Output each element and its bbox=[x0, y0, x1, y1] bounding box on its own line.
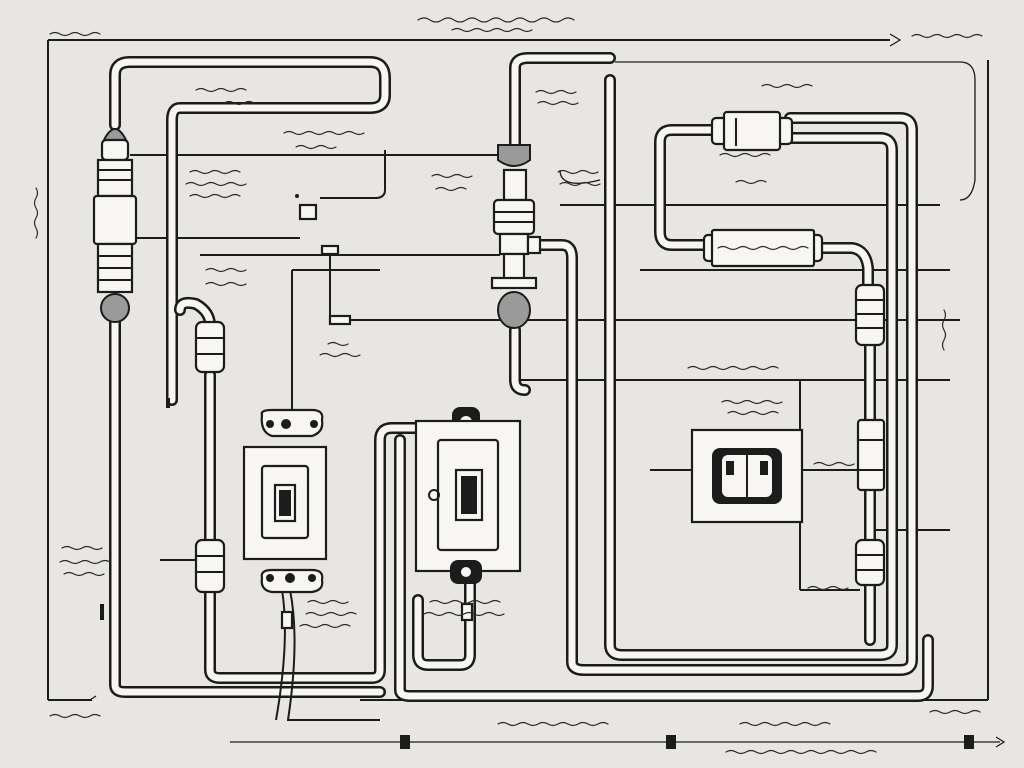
inline-fuse bbox=[710, 110, 794, 152]
left-light-switch bbox=[242, 408, 328, 594]
right-connector-stack bbox=[854, 283, 886, 587]
inline-resistor bbox=[702, 228, 824, 268]
left-connector bbox=[92, 128, 138, 323]
left-small-connector bbox=[194, 320, 226, 374]
right-outlet-box bbox=[690, 428, 804, 524]
bottom-scale-line bbox=[230, 735, 1006, 749]
left-lower-connector bbox=[194, 538, 226, 594]
center-light-switch bbox=[414, 407, 522, 584]
center-pipe-fitting bbox=[490, 144, 542, 329]
insulated-wires bbox=[109, 52, 934, 721]
terminal-marks bbox=[89, 194, 474, 701]
label-scribbles bbox=[33, 17, 983, 755]
